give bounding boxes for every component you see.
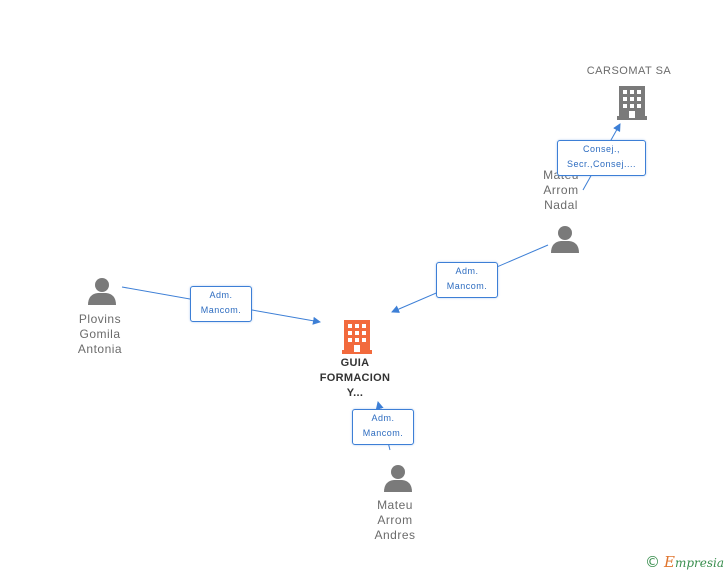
relation-box-plovins[interactable]: Adm. Mancom.	[190, 286, 252, 322]
brand-logo: ©Empresia	[644, 553, 724, 571]
building-icon[interactable]	[617, 84, 647, 120]
relation-box-nadal-center[interactable]: Adm. Mancom.	[436, 262, 498, 298]
relation-box-andres[interactable]: Adm. Mancom.	[352, 409, 414, 445]
mateu-nadal-label[interactable]: Mateu Arrom Nadal	[543, 168, 579, 212]
copyright-icon: ©	[644, 553, 660, 571]
center-company-label[interactable]: GUIA FORMACION Y...	[319, 357, 391, 399]
plovins-label[interactable]: Plovins Gomila Antonia	[77, 312, 123, 356]
relation-box-nadal-carsomat[interactable]: Consej., Secr.,Consej....	[557, 140, 646, 176]
mateu-andres-label[interactable]: Mateu Arrom Andres	[374, 498, 416, 542]
carsomat-label[interactable]: CARSOMAT SA	[586, 65, 672, 77]
person-icon[interactable]	[550, 224, 580, 254]
person-icon[interactable]	[383, 463, 413, 493]
person-icon[interactable]	[87, 276, 117, 306]
building-icon[interactable]	[342, 318, 372, 354]
